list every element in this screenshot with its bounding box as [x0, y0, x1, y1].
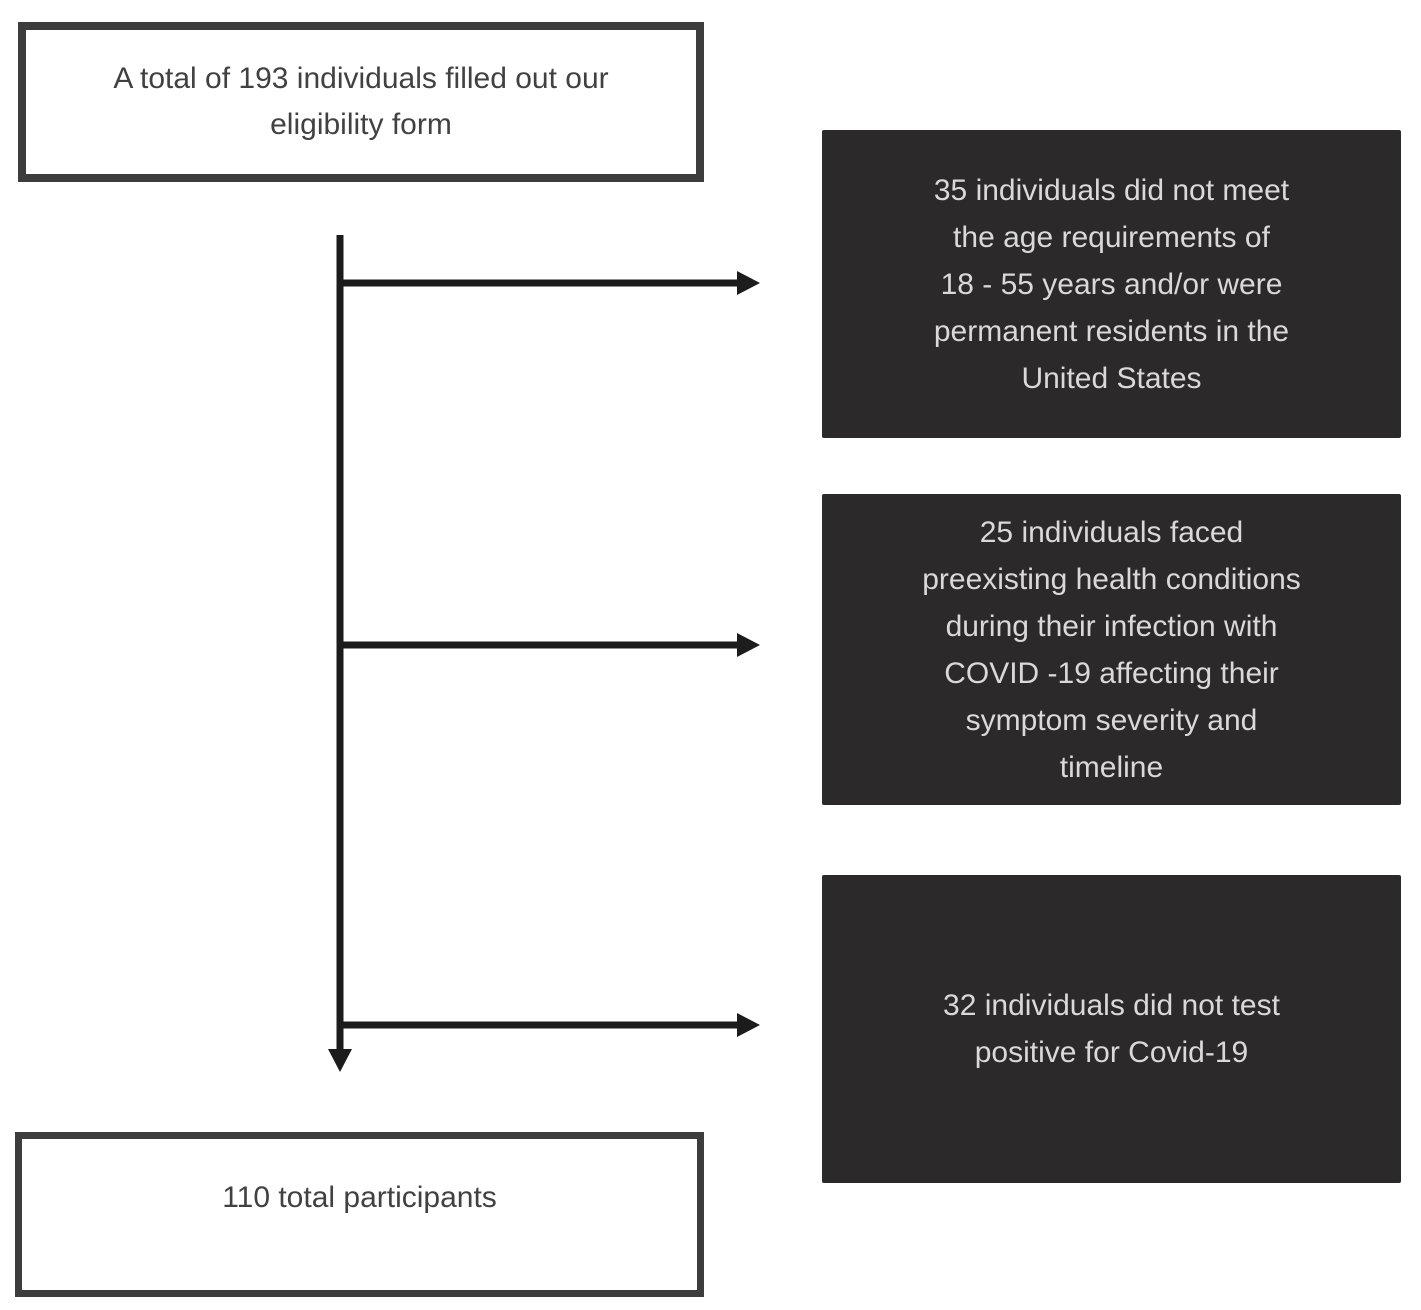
exclusion-box-age-residency: 35 individuals did not meet the age requ… — [822, 130, 1401, 438]
eligibility-total-text: A total of 193 individuals filled out ou… — [113, 62, 609, 141]
exclusion-box-negative-test: 32 individuals did not test positive for… — [822, 875, 1401, 1183]
eligibility-total-box: A total of 193 individuals filled out ou… — [18, 22, 704, 182]
total-participants-box: 110 total participants — [15, 1132, 704, 1297]
exclusion-box-preexisting-conditions: 25 individuals faced preexisting health … — [822, 494, 1401, 805]
exclusion-age-residency-text: 35 individuals did not meet the age requ… — [933, 173, 1290, 395]
exclusion-preexisting-conditions-text: 25 individuals faced preexisting health … — [922, 515, 1301, 784]
total-participants-text: 110 total participants — [222, 1181, 497, 1214]
exclusion-negative-test-text: 32 individuals did not test positive for… — [943, 989, 1280, 1069]
